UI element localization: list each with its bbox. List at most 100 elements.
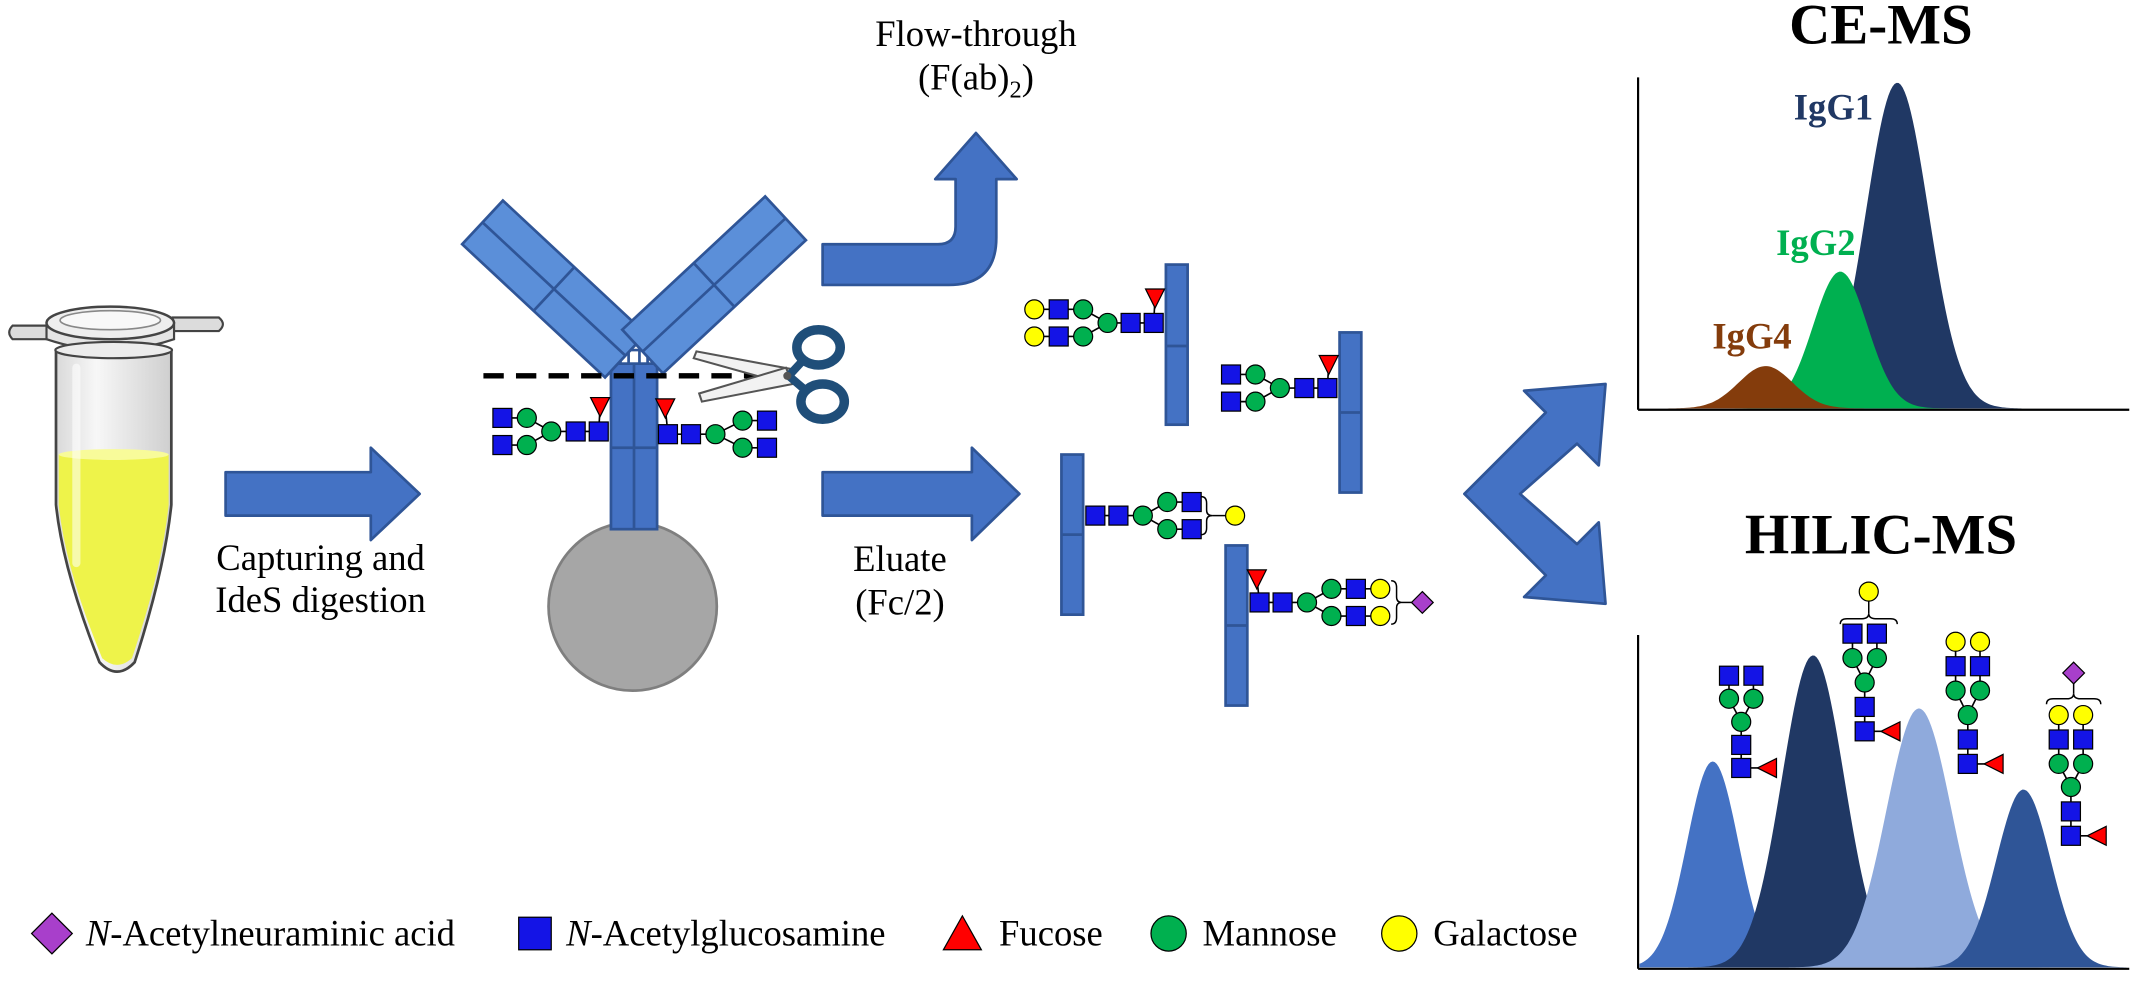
capture-bead xyxy=(547,521,719,692)
glcnac-square-icon xyxy=(1120,312,1141,334)
ce-ms-panel: CE-MS IgG1 IgG2 IgG4 xyxy=(1637,0,2130,411)
hilic-peak xyxy=(1639,761,1816,968)
fc-fragment xyxy=(1338,331,1363,494)
legend-label: N-Acetylglucosamine xyxy=(565,913,885,954)
flow-through-label-line1: Flow-through xyxy=(875,13,1076,54)
fc-glycan xyxy=(1220,354,1340,412)
glcnac-square-icon xyxy=(1048,326,1069,347)
galactose-circle-icon xyxy=(1370,605,1391,627)
antenna-bracket xyxy=(1839,613,1898,625)
galactose-circle-icon xyxy=(1024,299,1045,320)
glcnac-square-icon xyxy=(1181,491,1202,513)
ce-peak-igg1 xyxy=(1772,82,2023,409)
ce-peak-igg4 xyxy=(1657,366,1875,409)
legend-label-text: -Acetylglucosamine xyxy=(591,913,886,954)
glcnac-square-icon xyxy=(1731,757,1752,779)
mannose-circle-icon xyxy=(1854,672,1875,693)
mannose-circle-icon xyxy=(1957,704,1978,726)
fab-arm-right xyxy=(620,194,808,376)
glcnac-square-icon xyxy=(1317,377,1338,399)
glcnac-square-icon xyxy=(1842,623,1863,644)
legend-item-mannose: Mannose xyxy=(1150,913,1337,954)
fucose-triangle-icon xyxy=(1318,354,1340,376)
sample-tube xyxy=(8,305,224,673)
fucose-triangle-icon xyxy=(589,396,611,418)
neuraminic-acid-diamond-icon xyxy=(2061,661,2086,685)
glcnac-square-icon xyxy=(1957,753,1978,775)
galactose-circle-icon xyxy=(1945,631,1966,652)
mannose-circle-icon xyxy=(1132,505,1153,526)
glcnac-square-icon xyxy=(1272,592,1293,613)
mannose-circle-icon xyxy=(1157,519,1178,540)
mannose-circle-icon xyxy=(1731,711,1752,732)
fucose-triangle-icon xyxy=(942,914,983,951)
fucose-triangle-icon xyxy=(1879,720,1901,742)
legend-label-italic: N xyxy=(565,913,593,954)
hilic-peak xyxy=(1914,789,2127,968)
galactose-circle-icon xyxy=(1381,915,1418,952)
glcnac-square-icon xyxy=(1866,623,1888,644)
fucose-triangle-icon xyxy=(1144,288,1166,310)
fc-fragment xyxy=(1060,453,1085,617)
galactose-circle-icon xyxy=(2048,704,2069,726)
flow-through-label: Flow-through xyxy=(875,13,1076,54)
mannose-circle-icon xyxy=(1945,680,1966,701)
mannose-circle-icon xyxy=(1321,605,1342,627)
mannose-circle-icon xyxy=(1157,491,1178,513)
fab-fragment-subscript: 2 xyxy=(1010,77,1022,104)
mannose-circle-icon xyxy=(1245,391,1266,412)
digestion-label: IdeS digestion xyxy=(215,579,426,620)
glcnac-square-icon xyxy=(2073,729,2094,750)
glcnac-square-icon xyxy=(1181,519,1202,540)
mannose-circle-icon xyxy=(732,437,753,458)
peak-label-igg2: IgG2 xyxy=(1776,222,1855,263)
glcnac-square-icon xyxy=(1945,656,1966,677)
glcnac-square-icon xyxy=(492,434,513,456)
scissors-icon xyxy=(692,324,850,425)
antibody-glycan-left xyxy=(492,396,611,456)
neuraminic-acid-diamond-icon xyxy=(1410,590,1435,615)
mannose-circle-icon xyxy=(1321,578,1342,599)
glcnac-square-icon xyxy=(1957,729,1978,750)
glcnac-square-icon xyxy=(756,437,778,458)
scissors-pivot xyxy=(783,371,792,380)
legend-label: N-Acetylneuraminic acid xyxy=(85,913,455,954)
eluate-label-line2: (Fc/2) xyxy=(855,582,945,623)
glcnac-square-icon xyxy=(1743,665,1764,686)
hilic-peak xyxy=(1688,655,1938,968)
glcnac-square-icon xyxy=(1143,312,1164,334)
glcnac-square-icon xyxy=(1085,505,1106,526)
glcnac-square-icon xyxy=(565,421,586,442)
tube-lid-inner xyxy=(59,309,162,331)
fab-arm-left-domain-divider xyxy=(532,266,576,312)
mannose-circle-icon xyxy=(1296,592,1318,613)
symbol-legend: N-Acetylneuraminic acid N-Acetylglucosam… xyxy=(30,912,1578,955)
legend-label: Galactose xyxy=(1433,913,1577,954)
fc-glycan xyxy=(1246,569,1435,627)
fc-fragment xyxy=(1164,263,1189,427)
tube-highlight xyxy=(72,363,81,568)
glcnac-square-icon xyxy=(1854,696,1875,718)
fc-glycan xyxy=(1024,288,1166,347)
mannose-circle-icon xyxy=(1073,299,1094,320)
glcnac-square-icon xyxy=(2060,825,2082,846)
glcnac-square-icon xyxy=(518,916,552,951)
tube-hinge-tab xyxy=(8,324,52,341)
fucose-triangle-icon xyxy=(1982,753,2004,775)
antibody-on-bead xyxy=(460,194,808,692)
mannose-circle-icon xyxy=(1073,326,1094,347)
legend-label-text: Galactose xyxy=(1433,913,1577,954)
galactose-circle-icon xyxy=(1370,578,1391,599)
scissors-handle-upper xyxy=(792,324,846,370)
galactose-circle-icon xyxy=(1969,631,1991,652)
galactose-circle-icon xyxy=(2073,704,2094,726)
glcnac-square-icon xyxy=(1731,734,1752,756)
mannose-circle-icon xyxy=(1097,312,1118,334)
mannose-circle-icon xyxy=(2060,776,2082,798)
fc-fragment-label: (Fc/2) xyxy=(855,582,945,623)
legend-label-text: -Acetylneuraminic acid xyxy=(110,913,455,954)
glcnac-square-icon xyxy=(1249,592,1270,613)
glcnac-square-icon xyxy=(1345,605,1366,627)
mannose-circle-icon xyxy=(1842,647,1863,669)
mannose-circle-icon xyxy=(541,421,562,442)
